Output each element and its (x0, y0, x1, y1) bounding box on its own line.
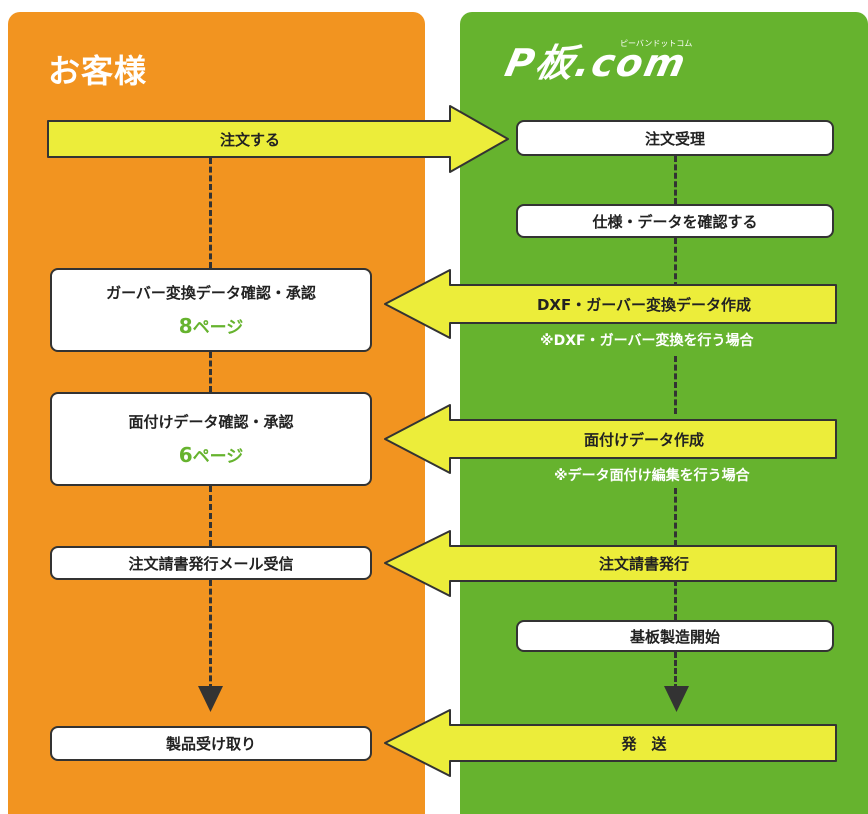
right-connector-1 (674, 156, 677, 204)
customer-title: お客様 (48, 52, 148, 90)
panel-page-suffix: ページ (192, 447, 244, 467)
receive-label: 製品受け取り (165, 735, 256, 753)
invoice-mail-box: 注文請書発行メール受信 (50, 546, 372, 580)
order-arrow (47, 105, 509, 173)
panel-page-number: 6 (178, 443, 193, 467)
dxf-arrow (384, 269, 837, 339)
left-down-arrowhead (198, 686, 223, 712)
ship-arrow (384, 709, 837, 777)
right-down-arrowhead (664, 686, 689, 712)
gerber-confirm-box: ガーバー変換データ確認・承認 8ページ (50, 268, 372, 352)
right-connector-5 (674, 580, 677, 620)
invoice-issue-label: 注文請書発行 (598, 555, 689, 573)
logo-ruby: ピーバンドットコム (620, 39, 693, 48)
left-connector-4 (209, 580, 212, 690)
left-connector-3 (209, 486, 212, 546)
order-label: 注文する (219, 130, 280, 149)
right-connector-6 (674, 652, 677, 690)
right-connector-3 (674, 356, 677, 414)
manufacture-label: 基板製造開始 (629, 627, 720, 646)
order-received-label: 注文受理 (644, 129, 705, 148)
gerber-page-number: 8 (178, 314, 193, 338)
right-connector-2 (674, 238, 677, 288)
gerber-page-ref: 8ページ (179, 313, 244, 338)
panel-arrow (384, 404, 837, 474)
invoice-arrow (384, 530, 837, 597)
invoice-mail-label: 注文請書発行メール受信 (128, 554, 294, 573)
left-connector-1 (209, 158, 212, 268)
receive-box: 製品受け取り (50, 726, 372, 761)
panel-confirm-label: 面付けデータ確認・承認 (128, 413, 294, 431)
order-received-box: 注文受理 (516, 120, 834, 156)
manufacture-box: 基板製造開始 (516, 620, 834, 652)
dxf-create-label: DXF・ガーバー変換データ作成 (536, 295, 752, 314)
right-connector-4 (674, 488, 677, 546)
panel-confirm-box: 面付けデータ確認・承認 6ページ (50, 392, 372, 486)
panel-page-ref: 6ページ (179, 442, 244, 467)
ship-label: 発 送 (621, 734, 667, 753)
left-connector-2 (209, 352, 212, 392)
panel-note: ※データ面付け編集を行う場合 (554, 468, 750, 484)
check-spec-label: 仕様・データを確認する (592, 212, 758, 231)
gerber-page-suffix: ページ (192, 318, 244, 338)
panel-create-label: 面付けデータ作成 (583, 430, 704, 449)
gerber-confirm-label: ガーバー変換データ確認・承認 (106, 284, 316, 302)
company-logo: P板.com ピーバンドットコム (501, 39, 706, 86)
check-spec-box: 仕様・データを確認する (516, 204, 834, 238)
dxf-note: ※DXF・ガーバー変換を行う場合 (540, 333, 754, 349)
